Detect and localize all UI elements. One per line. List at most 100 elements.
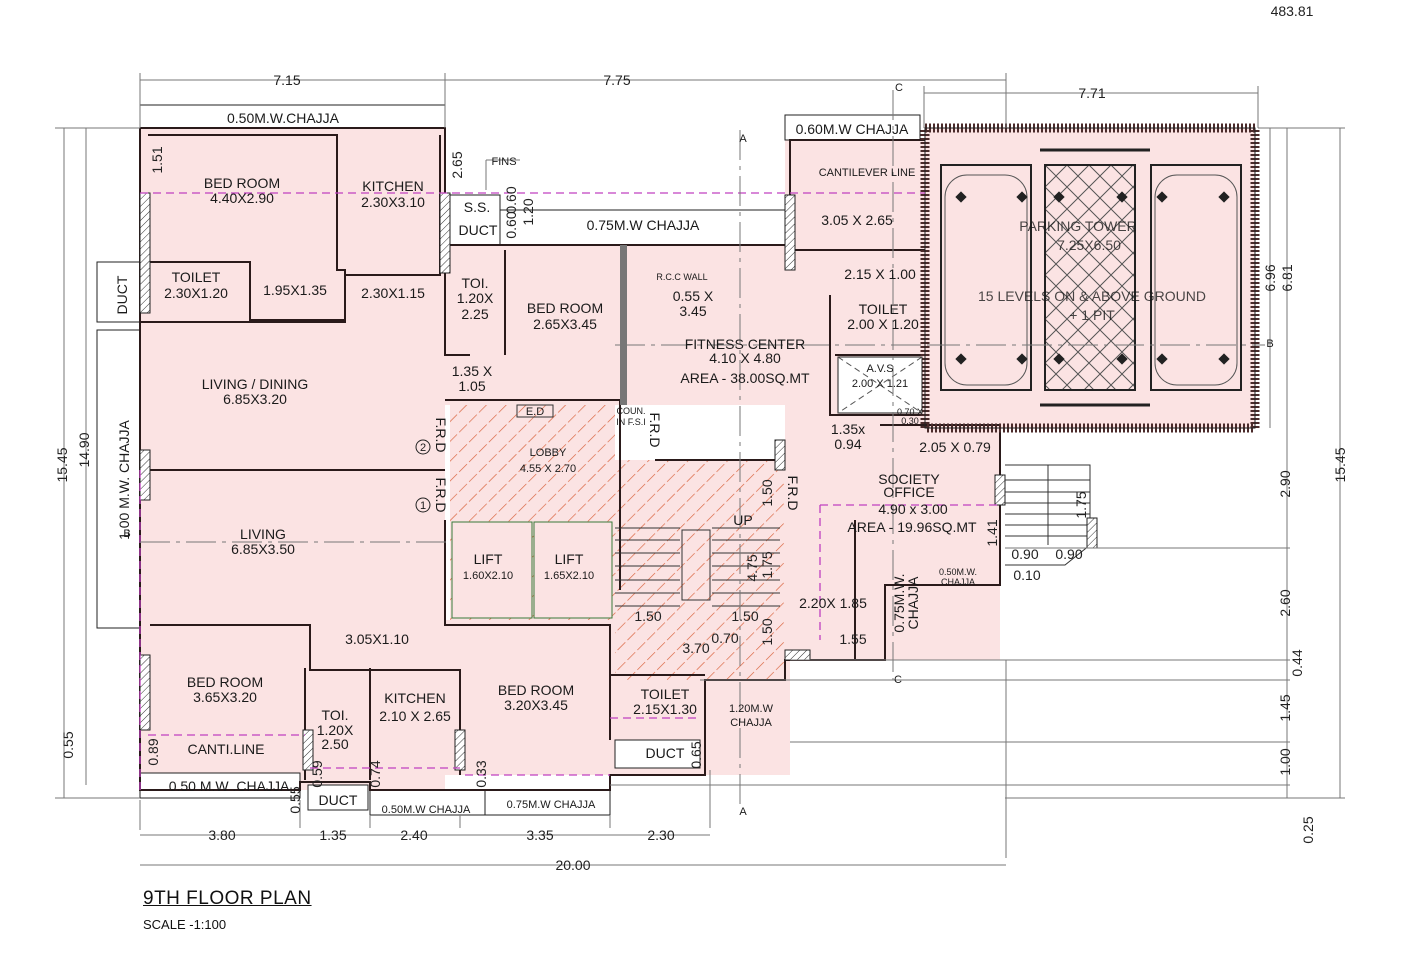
- room-label-text: 4.55 X 2.70: [520, 463, 576, 475]
- chajja-label: 0.50 M.W .CHAJJA: [169, 778, 290, 794]
- dimension-labels: 7.15 7.75 7.71 483.81 3.80 1.35 2.40 3.3…: [54, 3, 1348, 873]
- room-label-text: OFFICE: [883, 484, 934, 500]
- notes: FINS R.C.C WALL CANTILEVER LINE CANTI.LI…: [187, 156, 923, 757]
- dim-right-2: 6.81: [1279, 264, 1295, 291]
- room-label-text: LIFT: [474, 551, 503, 567]
- room-label-text: 1.60X2.10: [463, 570, 513, 582]
- dim-bottom-2: 1.35: [319, 827, 346, 843]
- dim-misc: 1.50: [759, 479, 775, 506]
- section-marker-b: B: [1266, 338, 1273, 350]
- dim-right-8: 0.25: [1300, 816, 1316, 843]
- car-bay-left: [940, 164, 1032, 391]
- room-label-text: 1.35x: [831, 421, 865, 437]
- lift-1: [451, 521, 533, 619]
- room-label-text: BED ROOM: [204, 175, 280, 191]
- room-label-text: 1.35 X: [452, 363, 493, 379]
- chajja-label: 1.20M.W: [729, 703, 774, 715]
- chajja-labels: 0.50M.W.CHAJJA 0.75M.W CHAJJA 0.60M.W CH…: [116, 110, 977, 816]
- dim-misc: 0.33: [473, 760, 489, 787]
- room-label-text: 2.00 X 1.21: [852, 378, 908, 390]
- room-passage-1: 1.95X1.35: [263, 282, 327, 298]
- dim-misc: 1.50: [634, 608, 661, 624]
- dim-misc: 1.41: [984, 519, 1000, 546]
- drawing-scale: SCALE -1:100: [143, 917, 227, 932]
- room-label-text: LOBBY: [530, 447, 567, 459]
- frd-note: F.R.D: [785, 476, 801, 511]
- small-dim-note: 0.70 X: [897, 407, 923, 417]
- dim-bottom-4: 3.35: [526, 827, 553, 843]
- ss-shaft: S.S.: [464, 199, 490, 215]
- dim-left-3: 0.55: [60, 731, 76, 758]
- dim-misc: 0.90: [1055, 546, 1082, 562]
- dim-misc: 1.50: [731, 608, 758, 624]
- section-marker-c: C: [894, 674, 902, 686]
- room-2-05: 2.05 X 0.79: [919, 439, 991, 455]
- dim-misc: 0.74: [367, 760, 383, 787]
- dim-misc: 0.59: [309, 760, 325, 787]
- duct-left: DUCT: [114, 275, 130, 314]
- room-label-text: 4.10 X 4.80: [709, 350, 781, 366]
- dim-misc: 0.10: [1013, 567, 1040, 583]
- dim-bottom-5: 2.30: [647, 827, 674, 843]
- dim-misc: 1.20: [520, 198, 536, 225]
- room-label-text: 2.10 X 2.65: [379, 708, 451, 724]
- car-bay-center: [1044, 164, 1136, 391]
- room-label-text: LIVING: [240, 526, 286, 542]
- room-label-text: + 1 PIT: [1069, 307, 1115, 323]
- dim-misc: 0.70: [711, 630, 738, 646]
- room-label-text: 2.30X1.20: [164, 285, 228, 301]
- grid-bubble-1: 1: [420, 500, 426, 512]
- chajja-label: 0.50M.W CHAJJA: [382, 804, 471, 816]
- chajjas: [96, 104, 921, 816]
- drawing-title: 9TH FLOOR PLAN: [143, 888, 312, 909]
- rcc-wall: [620, 245, 627, 405]
- room-2-20: 2.20X 1.85: [799, 595, 867, 611]
- dim-right-total: 15.45: [1332, 447, 1348, 482]
- frd-note: F.R.D: [647, 413, 663, 448]
- staircase-hatch: [615, 460, 785, 680]
- room-label-text: 6.85X3.20: [223, 391, 287, 407]
- room-label-text: LIVING / DINING: [202, 376, 309, 392]
- dim-misc: 0.89: [145, 738, 161, 765]
- room-label-text: TOI.: [322, 707, 349, 723]
- room-passage-5: 3.05X1.10: [345, 631, 409, 647]
- room-label-text: AREA - 19.96SQ.MT: [847, 519, 977, 535]
- room-passage-2: 2.30X1.15: [361, 285, 425, 301]
- chajja-label: 1.00 M.W. CHAJJA: [116, 419, 132, 539]
- room-label-text: 2.25: [461, 306, 488, 322]
- room-label-text: 3.20X3.45: [504, 697, 568, 713]
- dim-misc: 1.55: [839, 631, 866, 647]
- duct-bottom-right: DUCT: [646, 745, 685, 761]
- room-label-text: 0.55 X: [673, 288, 714, 304]
- chajja-label: CHAJJA: [730, 717, 772, 729]
- chajja-label: 0.75M.W.: [891, 573, 907, 632]
- lift-1-label: LIFT 1.60X2.10: [463, 551, 513, 582]
- room-2-15: 2.15 X 1.00: [844, 266, 916, 282]
- room-label-text: LIFT: [555, 551, 584, 567]
- chajja-label: 0.75M.W CHAJJA: [587, 217, 700, 233]
- room-label-text: 1.20X: [457, 290, 494, 306]
- room-lobby: LOBBY 4.55 X 2.70: [520, 447, 576, 475]
- dim-right-7: 1.00: [1277, 748, 1293, 775]
- dim-misc: 0.60: [503, 186, 519, 213]
- dim-misc: 3.70: [682, 640, 709, 656]
- room-label-text: 4.40X2.90: [210, 190, 274, 206]
- room-label-text: 2.15X1.30: [633, 701, 697, 717]
- dim-misc: 0.55: [287, 786, 303, 813]
- section-marker-c: C: [895, 82, 903, 94]
- dim-misc: 0.90: [1011, 546, 1038, 562]
- room-label-text: TOI.: [462, 275, 489, 291]
- dim-bottom-1: 3.80: [208, 827, 235, 843]
- rcc-wall-note: R.C.C WALL: [656, 272, 707, 282]
